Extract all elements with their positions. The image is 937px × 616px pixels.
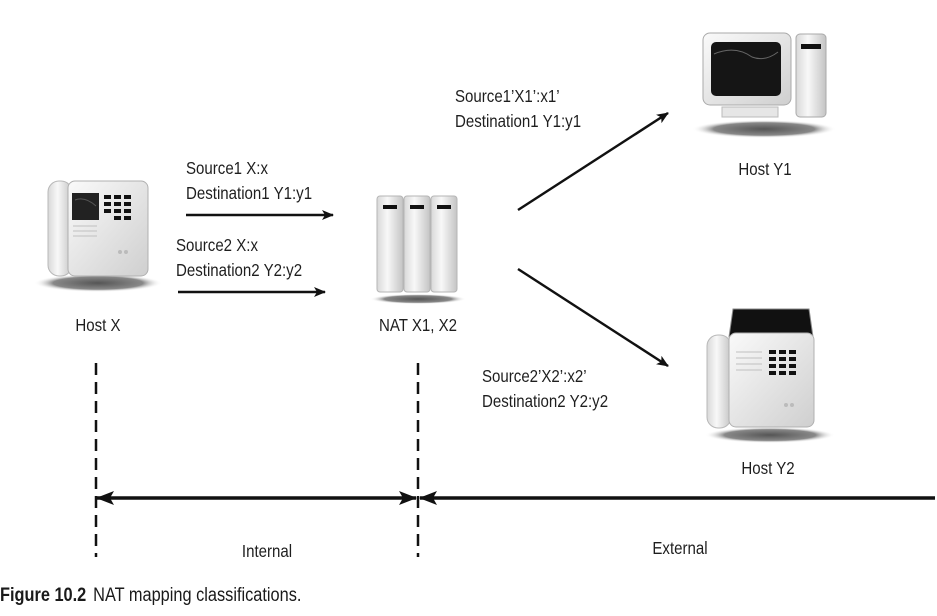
flow-source-label: Source2’X2’:x2’ — [482, 366, 587, 386]
internal-zone-label: Internal — [241, 541, 293, 561]
flow-source-label: Source1 X:x — [186, 158, 268, 178]
external-zone-label: External — [652, 538, 708, 558]
flow-label-internal-1: Source1 X:x Destination1 Y1:y1 — [186, 156, 312, 206]
flow-destination-label: Destination2 Y2:y2 — [482, 391, 609, 411]
flow-destination-label: Destination1 Y1:y1 — [186, 183, 313, 203]
flow-arrow-external-2 — [517, 267, 669, 368]
flow-source-label: Source1’X1’:x1’ — [455, 86, 560, 106]
host-x-label: Host X — [75, 315, 121, 335]
flow-destination-label: Destination2 Y2:y2 — [176, 260, 303, 280]
flow-destination-label: Destination1 Y1:y1 — [455, 111, 582, 131]
flow-source-label: Source2 X:x — [176, 235, 258, 255]
server-icon — [370, 195, 466, 304]
figure-title: NAT mapping classifications. — [93, 585, 302, 606]
computer-icon — [692, 32, 836, 138]
flow-label-internal-2: Source2 X:x Destination2 Y2:y2 — [176, 233, 302, 283]
figure-number: Figure 10.2 — [0, 585, 87, 606]
flow-label-external-2: Source2’X2’:x2’ Destination2 Y2:y2 — [482, 364, 608, 414]
flow-arrow-external-1 — [517, 111, 669, 212]
phone-icon — [34, 180, 162, 292]
host-y1-label: Host Y1 — [738, 159, 792, 179]
fax-phone-icon — [705, 308, 835, 443]
host-y2-label: Host Y2 — [741, 458, 795, 478]
flow-label-external-1: Source1’X1’:x1’ Destination1 Y1:y1 — [455, 84, 581, 134]
figure-caption: Figure 10.2 NAT mapping classifications. — [0, 584, 301, 608]
nat-label: NAT X1, X2 — [378, 315, 458, 335]
